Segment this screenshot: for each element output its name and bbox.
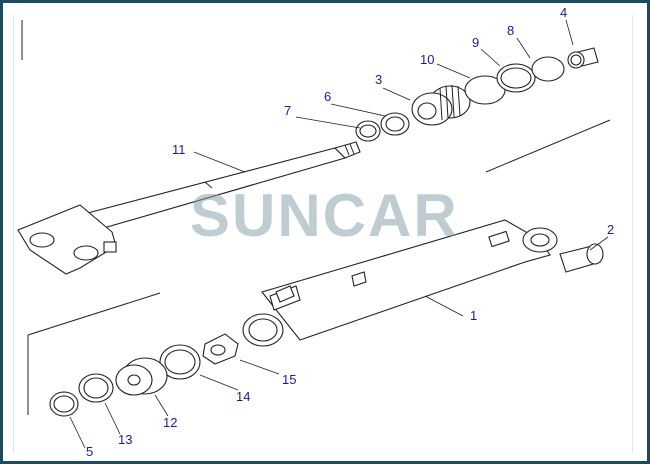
leader-lines: [69, 19, 609, 449]
callout-8: 8: [507, 23, 514, 38]
callout-14: 14: [236, 389, 250, 404]
ring-8: [531, 56, 565, 82]
bushing-4: [567, 47, 599, 69]
bushing-2: [559, 243, 604, 273]
callout-2: 2: [607, 222, 614, 237]
callout-15: 15: [282, 372, 296, 387]
callout-6: 6: [324, 89, 331, 104]
callout-12: 12: [163, 415, 177, 430]
watermark-logo: SUNCAR: [190, 182, 459, 249]
ring-5: [49, 391, 79, 417]
callout-3: 3: [375, 72, 382, 87]
callout-4: 4: [560, 5, 567, 20]
callout-10: 10: [420, 52, 434, 67]
piston-rod: [79, 141, 361, 233]
snap-ring-7: [355, 120, 381, 142]
callout-1: 1: [470, 308, 477, 323]
callout-5: 5: [86, 444, 93, 459]
drawing-border: [13, 15, 633, 453]
piston-12: [115, 357, 168, 396]
callout-11: 11: [172, 142, 186, 157]
rod-clevis: [17, 204, 117, 275]
callout-7: 7: [284, 103, 291, 118]
callout-labels: 1 2 3 4 5 6 7 8 9 10 11 12 13 14 15: [86, 5, 614, 459]
ring-9: [496, 63, 536, 93]
cylinder-head-port: [269, 285, 301, 311]
nut-15: [202, 333, 239, 365]
piston-body: [242, 313, 284, 347]
callout-13: 13: [118, 432, 132, 447]
ring-14: [159, 344, 201, 380]
cylinder-head: [411, 84, 471, 126]
seal-ring-6: [380, 112, 410, 136]
ring-13: [78, 373, 114, 403]
callout-9: 9: [472, 35, 479, 50]
cylinder-tube: [261, 219, 558, 341]
